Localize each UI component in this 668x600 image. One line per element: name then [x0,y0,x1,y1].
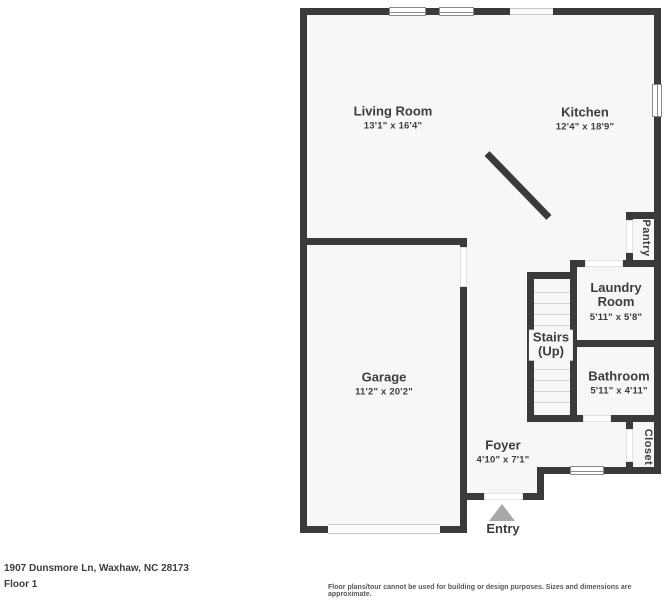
room-name: Kitchen [561,104,609,120]
entry-arrow-icon [489,504,515,521]
garage-door [328,524,440,534]
stairs-label: Stairs (Up) [528,329,574,361]
living-room-label: Living Room 13'1" x 16'4" [353,103,433,132]
floor-number-text: Floor 1 [4,579,38,590]
closet-label: Closet [642,428,654,466]
address-text: 1907 Dunsmore Ln, Waxhaw, NC 28173 [4,563,189,574]
wall-left-exterior [300,8,307,533]
wall-entry-step [537,467,544,500]
window-living-room-1 [389,7,426,16]
wall-stairs-top [527,272,577,279]
opening-top-wall [510,8,553,15]
bathroom-label: Bathroom 5'11" x 4'11" [588,368,650,397]
wall-top-exterior [300,8,661,15]
disclaimer-text: Floor plans/tour cannot be used for buil… [328,584,632,598]
door-entry [484,493,523,500]
room-name: Bathroom [588,368,650,384]
door-closet [626,429,633,462]
room-name: Stairs [532,329,570,345]
entry-nook-floor-area [463,460,540,495]
wall-laundry-bathroom [570,340,661,347]
room-dimensions: 4'10" x 7'1" [476,454,530,466]
room-dimensions: 5'11" x 5'8" [589,311,643,323]
garage-label: Garage 11'2" x 20'2" [355,369,413,398]
garage-floor-area [304,243,463,526]
room-dimensions: 13'1" x 16'4" [363,120,423,132]
wall-right-exterior [654,8,661,474]
room-name: Living Room [353,103,433,119]
window-living-room-2 [439,7,474,16]
room-name: Foyer [485,437,521,453]
door-bathroom [583,415,611,422]
entry-label: Entry [486,520,520,536]
room-dimensions: 12'4" x 18'9" [555,121,615,133]
kitchen-label: Kitchen 12'4" x 18'9" [555,104,615,133]
door-garage-to-foyer [460,247,467,287]
laundry-room-label: Laundry Room 5'11" x 5'8" [577,281,655,323]
wall-pantry-top [626,212,661,219]
door-laundry [585,260,623,267]
wall-garage-right [460,238,467,533]
room-name: Garage [361,369,407,385]
pantry-label: Pantry [640,219,652,257]
room-dimensions: 11'2" x 20'2" [355,386,413,398]
window-kitchen-right [652,84,662,117]
room-name: Laundry Room [590,280,642,310]
door-pantry [626,220,633,253]
entry-text: Entry [486,520,520,536]
wall-garage-top [300,238,467,245]
foyer-label: Foyer 4'10" x 7'1" [476,437,530,466]
room-dimensions: 5'11" x 4'11" [590,385,648,397]
room-name-line2: (Up) [537,344,564,359]
window-foyer-bottom [570,466,604,475]
